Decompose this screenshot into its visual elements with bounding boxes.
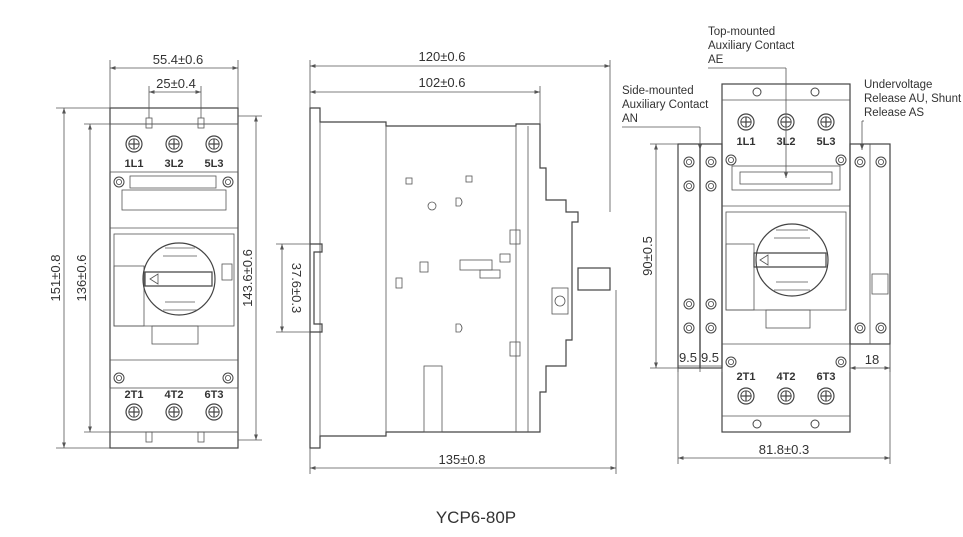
dim-depth-135: 135±0.8 <box>439 452 486 467</box>
terminal-label: 6T3 <box>205 389 224 401</box>
side-view: 120±0.6 102±0.6 135±0.8 37.6±0.3 <box>276 49 617 474</box>
label-side-mounted-1: Side-mounted <box>622 85 694 97</box>
dim-depth-102: 102±0.6 <box>419 75 466 90</box>
dim-side-a: 9.5 <box>679 350 697 365</box>
label-top-mounted-2: Auxiliary Contact <box>708 40 795 52</box>
label-side-mounted-2: Auxiliary Contact <box>622 99 709 111</box>
dim-rail-37: 37.6±0.3 <box>289 263 304 314</box>
label-undervoltage-3: Release AS <box>864 107 924 119</box>
label-undervoltage-1: Undervoltage <box>864 79 932 91</box>
terminal-screw <box>205 135 223 153</box>
terminal-label: 2T1 <box>125 389 144 401</box>
terminal-label: 4T2 <box>165 389 184 401</box>
dim-right-18: 18 <box>865 352 879 367</box>
accessory-view: 1L1 3L2 5L3 2T1 4T2 6T3 <box>622 26 962 464</box>
terminal-label: 6T3 <box>817 371 836 383</box>
label-side-mounted-3: AN <box>622 113 638 125</box>
dim-side-b: 9.5 <box>701 350 719 365</box>
label-top-mounted-1: Top-mounted <box>708 26 775 38</box>
terminal-label: 1L1 <box>737 136 756 148</box>
terminal-label: 3L2 <box>165 158 184 170</box>
terminal-label: 5L3 <box>205 158 224 170</box>
terminal-screw <box>125 135 143 153</box>
dim-height-143: 143.6±0.6 <box>240 249 255 307</box>
dim-height-90: 90±0.5 <box>640 236 655 276</box>
dim-width-81: 81.8±0.3 <box>759 442 810 457</box>
dim-depth-120: 120±0.6 <box>419 49 466 64</box>
terminal-label: 5L3 <box>817 136 836 148</box>
label-undervoltage-2: Release AU, Shunt <box>864 93 962 105</box>
terminal-label: 2T1 <box>737 371 756 383</box>
model-title: YCP6-80P <box>436 508 516 527</box>
dim-inner-width: 25±0.4 <box>156 76 196 91</box>
terminal-screw <box>165 135 183 153</box>
label-top-mounted-3: AE <box>708 54 724 66</box>
terminal-label: 1L1 <box>125 158 144 170</box>
front-view: 1L1 3L2 5L3 2T1 4T2 6T3 <box>48 52 262 449</box>
dim-outer-width: 55.4±0.6 <box>153 52 204 67</box>
dim-height-151: 151±0.8 <box>48 255 63 302</box>
terminal-label: 4T2 <box>777 371 796 383</box>
dim-height-136: 136±0.6 <box>74 255 89 302</box>
